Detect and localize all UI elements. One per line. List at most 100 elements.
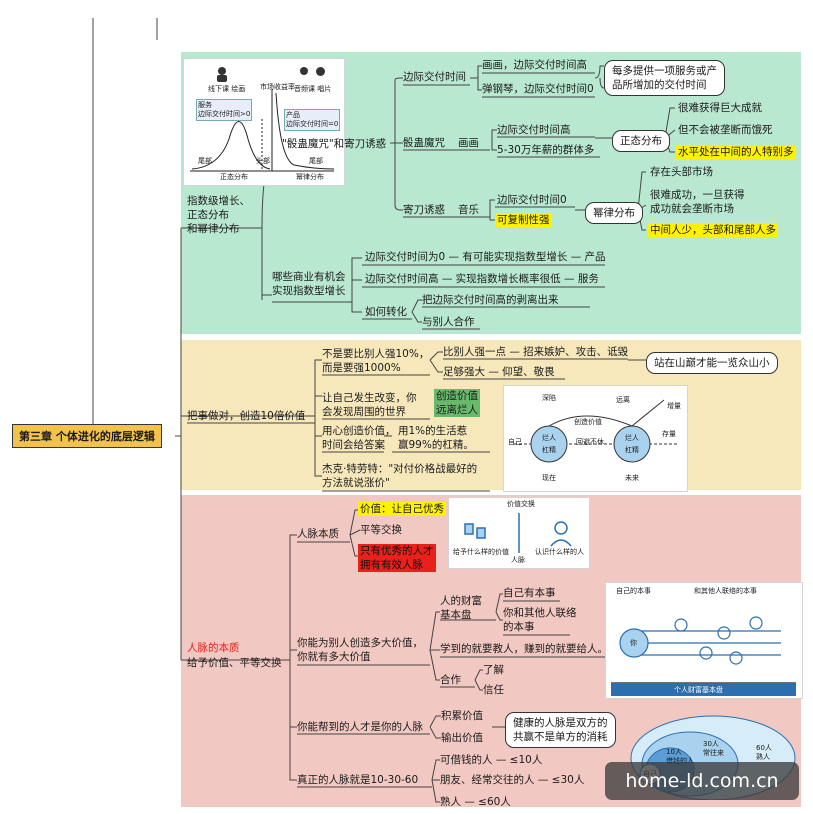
node-trust[interactable]: 信任	[483, 684, 504, 696]
product-box: 产品 边际交付时间=0	[284, 109, 341, 131]
distribution-curves	[190, 67, 335, 172]
power-law-label: 幂律分布	[296, 173, 324, 181]
node-piano-zero[interactable]: 弹钢琴，边际交付时间0	[482, 83, 594, 95]
node-create-value-box[interactable]: 创造价值 远离烂人	[434, 389, 480, 417]
tail-left-label: 尾部	[198, 157, 212, 165]
node-ten-times-value[interactable]: 把事做对，创造10倍价值	[187, 410, 306, 422]
label-30-people: 30人 常往来	[703, 740, 724, 757]
node-exponential-growth[interactable]: 指数级增长、 正态分布 和幂律分布	[187, 195, 250, 235]
node-painting-high[interactable]: 画画，边际交付时间高	[482, 59, 587, 71]
distribution-illustration: 线下课 绘画 音频课 唱片 市场收益率 服务 边际交付时间>0 产品 边际交付时…	[183, 58, 345, 186]
label-now: 现在	[542, 474, 556, 482]
value-exchange-diagram	[464, 513, 572, 553]
power-point-2: 很难成功，一旦获得 成功就会垄断市场	[650, 189, 745, 215]
value-growth-illustration: 深陷 自己 烂人 杠精 现在 创造价值 回避不休 远离 增量 烂人 杠精 存量 …	[503, 385, 688, 492]
label-avoid: 回避不休	[576, 438, 604, 446]
node-friends[interactable]: 朋友、经常交往的人 — ≤30人	[440, 774, 585, 786]
node-painting[interactable]: 画画	[458, 137, 479, 149]
node-high-marginal[interactable]: 边际交付时间高	[497, 124, 571, 136]
label-away: 远离	[616, 396, 630, 404]
root-node[interactable]: 第三章 个体进化的底层逻辑	[12, 424, 162, 448]
label-bad-people: 烂人	[542, 434, 556, 442]
node-one-percent[interactable]: 用1%的生活惹 赢99%的杠精。	[398, 425, 474, 451]
watermark: home-ld.com.cn	[605, 762, 799, 800]
label-increment: 增量	[667, 402, 681, 410]
wealth-base-diagram	[611, 616, 796, 696]
node-acquaintances[interactable]: 熟人 — ≤60人	[440, 796, 511, 808]
callout-mountain-top: 站在山巅才能一览众山小	[646, 352, 778, 374]
node-time-answer[interactable]: 用心创造价值， 时间会给答案	[322, 425, 396, 451]
callout-healthy-connections: 健康的人脉是双方的 共赢不是单方的消耗	[505, 712, 616, 748]
wealth-base-illustration: 自己的本事 和其他人联络的本事 你 个人财富基本盘	[605, 582, 803, 699]
label-self: 自己	[508, 438, 522, 446]
node-create-value-for-others[interactable]: 你能为别人创造多大价值， 你就有多大价值	[297, 637, 423, 663]
label-wealth-base: 个人财富基本盘	[674, 686, 723, 694]
label-10-people: 10人 借钱的人	[666, 748, 694, 765]
value-exchange-illustration: 价值交换 人脉 给予什么样的价值 认识什么样的人	[448, 497, 590, 569]
right-top-caption: 音频课 唱片	[294, 85, 332, 93]
label-trolls: 杠精	[542, 446, 556, 454]
node-which-business[interactable]: 哪些商业有机会 实现指数型增长	[272, 271, 346, 297]
node-normal-distribution[interactable]: 正态分布	[612, 130, 670, 152]
label-give-value: 给予什么样的价值	[453, 548, 509, 556]
node-only-excellent[interactable]: 只有优秀的人才 拥有有效人脉	[358, 544, 436, 572]
node-strong-enough[interactable]: 足够强大 — 仰望、敬畏	[443, 366, 555, 378]
label-trolls-2: 杠精	[625, 446, 639, 454]
node-zero-marginal-product[interactable]: 边际交付时间为0 — 有可能实现指数型增长 — 产品	[365, 251, 606, 263]
node-change-yourself[interactable]: 让自己发生改变，你 会发现周围的世界	[322, 392, 417, 418]
label-future: 未来	[625, 474, 639, 482]
node-wealth-base[interactable]: 人的财富 基本盘	[440, 595, 482, 621]
node-marginal-delivery-time[interactable]: 边际交付时间	[403, 71, 466, 83]
node-1000-percent[interactable]: 不是要比别人强10%， 而是要强1000%	[322, 348, 430, 374]
node-cooperation[interactable]: 合作	[440, 674, 461, 686]
node-contact-skills[interactable]: 你和其他人联络 的本事	[503, 607, 577, 633]
label-stock: 存量	[662, 430, 676, 438]
normal-dist-label: 正态分布	[220, 173, 248, 181]
node-salary-group[interactable]: 5-30万年薪的群体多	[497, 144, 595, 156]
service-box: 服务 边际交付时间>0	[196, 99, 253, 121]
label-contact-skills: 和其他人联络的本事	[694, 587, 757, 595]
node-strip-high-marginal[interactable]: 把边际交付时间高的剥离出来	[422, 294, 559, 306]
node-knife-lure[interactable]: 寄刀诱惑	[403, 204, 445, 216]
node-music[interactable]: 音乐	[458, 204, 479, 216]
node-cooperate[interactable]: 与别人合作	[422, 316, 475, 328]
left-top-caption: 线下课 绘画	[208, 85, 246, 93]
node-teach-and-give[interactable]: 学到的就要教人，赚到的就要给人。	[440, 643, 608, 655]
normal-point-1: 很难获得巨大成就	[678, 102, 762, 114]
node-accumulate-value[interactable]: 积累价值	[441, 710, 483, 722]
node-connections-subtitle: 给予价值、平等交换	[187, 657, 282, 669]
label-own-skills: 自己的本事	[616, 587, 651, 595]
label-connections: 人脉	[511, 556, 525, 564]
y-axis-label: 市场收益率	[260, 83, 295, 91]
node-equal-exchange[interactable]: 平等交换	[360, 524, 402, 536]
label-bad-people-2: 烂人	[625, 434, 639, 442]
node-how-to-convert[interactable]: 如何转化	[365, 306, 407, 318]
power-point-3: 中间人少，头部和尾部人多	[648, 223, 778, 237]
node-output-value[interactable]: 输出价值	[441, 732, 483, 744]
label-trapped: 深陷	[542, 394, 556, 402]
node-zero-marginal[interactable]: 边际交付时间0	[497, 194, 567, 206]
power-point-1: 存在头部市场	[650, 166, 713, 178]
node-own-skills[interactable]: 自己有本事	[503, 587, 556, 599]
node-high-marginal-service[interactable]: 边际交付时间高 — 实现指数增长概率很低 — 服务	[365, 273, 599, 285]
value-growth-diagram	[514, 399, 679, 463]
normal-point-3: 水平处在中间的人特别多	[676, 145, 796, 159]
node-power-law[interactable]: 幂律分布	[585, 202, 643, 224]
node-essence[interactable]: 人脉本质	[297, 528, 339, 540]
node-borrow-money[interactable]: 可借钱的人 — ≤10人	[440, 754, 543, 766]
node-jack-trout-quote[interactable]: 杰克·特劳特："对付价格战最好的 方法就说涨价"	[322, 463, 478, 489]
node-value-self-excellent[interactable]: 价值：让自己优秀	[358, 502, 446, 516]
node-slightly-stronger[interactable]: 比别人强一点 — 招来嫉妒、攻击、诋毁	[443, 346, 629, 358]
node-who-you-can-help[interactable]: 你能帮到的人才是你的人脉	[297, 721, 423, 733]
node-connections-essence[interactable]: 人脉的本质	[187, 642, 240, 654]
node-dice-curse[interactable]: 骰蛊魔咒	[403, 137, 445, 149]
node-10-30-60-rule[interactable]: 真正的人脉就是10-30-60	[297, 774, 419, 786]
label-you: 你	[630, 639, 637, 647]
node-understand[interactable]: 了解	[483, 664, 504, 676]
node-highly-replicable[interactable]: 可复制性强	[495, 213, 552, 227]
callout-marginal-definition: 每多提供一项服务或产 品所增加的交付时间	[604, 60, 725, 96]
label-value-exchange: 价值交换	[507, 500, 535, 508]
node-dice-curse-knife-lure[interactable]: "骰蛊魔咒"和寄刀诱惑	[282, 138, 387, 150]
head-label: 头部	[256, 157, 270, 165]
